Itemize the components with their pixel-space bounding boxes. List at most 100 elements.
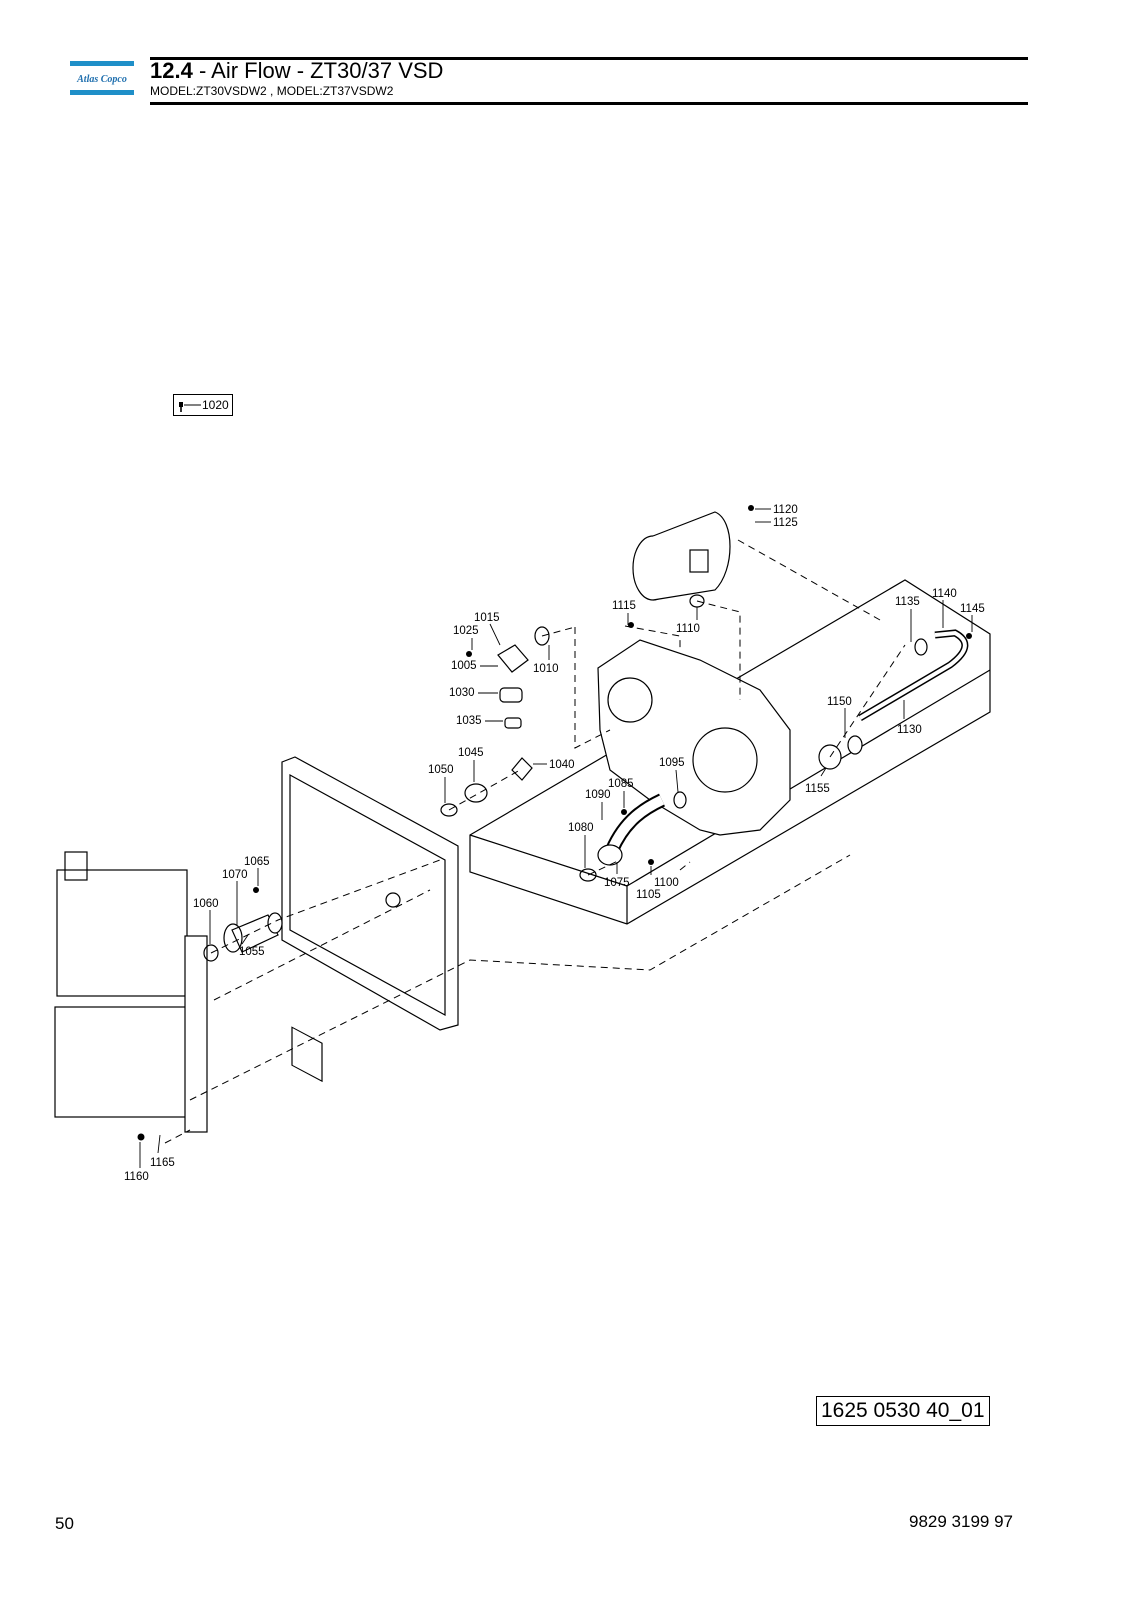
fasteners <box>137 505 972 1141</box>
callout-1150: 1150 <box>827 696 852 708</box>
oring-1080 <box>579 868 597 882</box>
reference-part-number: 1020 <box>202 398 229 412</box>
bolt-1120 <box>748 505 754 511</box>
callout-1025: 1025 <box>453 625 479 637</box>
callout-1110: 1110 <box>676 623 700 635</box>
callout-1010: 1010 <box>533 663 559 675</box>
coupling-1075 <box>597 844 623 866</box>
callout-1135: 1135 <box>895 596 920 608</box>
oring-1135 <box>914 638 928 656</box>
logo-text: Atlas Copco <box>76 74 127 85</box>
dash-line <box>210 859 441 954</box>
page-title: 12.4 - Air Flow - ZT30/37 VSD <box>150 58 443 84</box>
motor-terminal-box <box>689 549 709 573</box>
nozzle-1055 <box>231 914 279 953</box>
atlas-copco-logo: Atlas Copco <box>70 61 134 95</box>
cooler-neck <box>64 851 88 881</box>
leader <box>675 769 679 793</box>
leader <box>820 767 827 777</box>
callout-labels: 1120112511151110113511401145101510251005… <box>124 504 985 1183</box>
callout-1015: 1015 <box>474 612 500 624</box>
callout-1035: 1035 <box>456 715 482 727</box>
panel-cutout <box>291 1026 323 1083</box>
dash-line <box>624 625 681 650</box>
callout-1075: 1075 <box>604 877 630 889</box>
dash-line <box>448 769 521 811</box>
dash-line <box>213 889 431 1001</box>
cooler-end-tank <box>184 935 208 1133</box>
callout-1165: 1165 <box>150 1157 175 1169</box>
callout-1060: 1060 <box>193 898 219 910</box>
dash-line <box>164 1129 191 1144</box>
callout-1055: 1055 <box>239 946 265 958</box>
fitting-1030 <box>499 687 523 703</box>
panel-hole <box>385 892 401 908</box>
cooler-upper <box>56 869 188 997</box>
bolt-1100 <box>648 859 654 865</box>
sleeve-1150 <box>847 735 863 755</box>
dash-line <box>541 626 576 637</box>
nozzle-flange <box>267 912 283 934</box>
leader <box>241 934 249 945</box>
dash-line <box>587 859 621 876</box>
dash-line <box>737 539 881 621</box>
base-frame-edge <box>626 669 991 887</box>
document-number: 9829 3199 97 <box>909 1512 1013 1531</box>
callout-1100: 1100 <box>654 877 679 889</box>
callout-1160: 1160 <box>124 1171 149 1183</box>
callout-1080: 1080 <box>568 822 594 834</box>
clamp-1070 <box>223 923 243 953</box>
hose-1075-inner <box>607 795 665 853</box>
bolt-icon <box>179 402 201 412</box>
drawing-number-box: 1625 0530 40_01 <box>816 1396 990 1426</box>
callout-1045: 1045 <box>458 747 484 759</box>
callout-1005: 1005 <box>451 660 477 672</box>
model-list: MODEL:ZT30VSDW2 , MODEL:ZT37VSDW2 <box>150 84 394 98</box>
oring-1010 <box>534 626 550 646</box>
callout-1145: 1145 <box>960 603 985 615</box>
sleeve-1035 <box>504 717 522 729</box>
leader-lines <box>139 508 973 1168</box>
callout-1050: 1050 <box>428 764 454 776</box>
callout-1090: 1090 <box>585 789 611 801</box>
bolt-1025 <box>466 651 472 657</box>
page-number: 50 <box>55 1514 74 1533</box>
side-panel-inner <box>289 773 446 1017</box>
cooler-lower <box>54 1006 188 1118</box>
dash-line <box>696 600 741 700</box>
compressor-port <box>607 677 653 723</box>
motor-body <box>652 511 731 601</box>
assembly-lines <box>164 539 906 1144</box>
dash-line <box>189 854 851 1101</box>
dash-line <box>679 861 691 871</box>
callout-1115: 1115 <box>612 600 636 612</box>
dash-line <box>829 644 906 758</box>
side-panel <box>281 756 459 1031</box>
dash-line <box>574 627 611 749</box>
bolt-1065 <box>253 887 259 893</box>
callout-1105: 1105 <box>636 889 661 901</box>
reference-box: 1020 <box>173 394 233 416</box>
callout-1065: 1065 <box>244 856 270 868</box>
coupling-1045 <box>464 783 488 803</box>
base-frame-edge <box>469 834 628 887</box>
oring-1095 <box>673 791 687 809</box>
section-title: - Air Flow - ZT30/37 VSD <box>192 58 444 83</box>
header-rule-bottom <box>150 102 1028 105</box>
callout-1085: 1085 <box>608 778 634 790</box>
bolt-1145 <box>966 633 972 639</box>
callout-1040: 1040 <box>549 759 575 771</box>
bolt-1115 <box>628 622 634 628</box>
callout-1130: 1130 <box>897 724 922 736</box>
leader <box>157 1134 161 1154</box>
section-number: 12.4 <box>150 58 193 83</box>
oring-1060 <box>203 944 219 962</box>
callout-1030: 1030 <box>449 687 475 699</box>
elbow-1040 <box>511 757 533 781</box>
header-rule-top <box>150 57 1028 60</box>
air-pipe-inner <box>858 630 967 720</box>
compressor-element <box>597 639 791 836</box>
leader <box>489 623 501 646</box>
callout-1155: 1155 <box>805 783 830 795</box>
